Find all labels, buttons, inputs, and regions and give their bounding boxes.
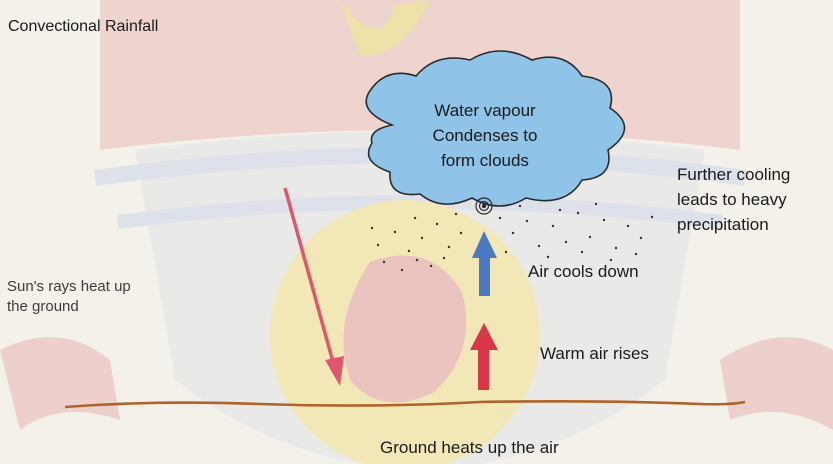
precipitation-label-line-2: leads to heavy bbox=[677, 190, 787, 209]
condensation-spiral-icon bbox=[475, 197, 493, 215]
cool-air-arrow bbox=[479, 256, 490, 296]
precipitation-label-line-1: Further cooling bbox=[677, 165, 791, 184]
cloud-shape bbox=[365, 50, 626, 207]
diagram-title: Convectional Rainfall bbox=[8, 18, 159, 35]
cool-air-arrowhead bbox=[472, 231, 497, 258]
warm-air-arrow bbox=[478, 348, 489, 390]
ground-heats-label: Ground heats up the air bbox=[380, 438, 559, 457]
warm-air-arrowhead bbox=[470, 323, 498, 350]
sun-rays-label: Sun's rays heat up the ground bbox=[7, 277, 131, 317]
watermark-eagle bbox=[340, 0, 430, 56]
sun-rays-label-line-1: Sun's rays heat up bbox=[7, 278, 131, 295]
sun-rays-label-line-2: the ground bbox=[7, 298, 79, 315]
ground-line bbox=[64, 400, 746, 409]
sun-rays-arrow bbox=[283, 187, 335, 363]
cloud-label-line-1: Water vapour bbox=[434, 101, 536, 120]
watermark-scroll-right bbox=[720, 337, 833, 430]
watermark-motif bbox=[343, 255, 467, 403]
air-cools-label: Air cools down bbox=[528, 262, 639, 281]
warm-air-label: Warm air rises bbox=[540, 344, 649, 363]
watermark-scroll-left bbox=[0, 337, 120, 430]
precipitation-label: Further cooling leads to heavy precipita… bbox=[677, 162, 790, 237]
cloud-label-line-2: Condenses to bbox=[432, 126, 538, 145]
precipitation-label-line-3: precipitation bbox=[677, 215, 769, 234]
cloud-label: Water vapour Condenses to form clouds bbox=[400, 98, 570, 173]
precipitation-dots bbox=[370, 202, 654, 272]
sun-rays-arrowhead bbox=[325, 356, 344, 386]
cloud-label-line-3: form clouds bbox=[441, 151, 529, 170]
